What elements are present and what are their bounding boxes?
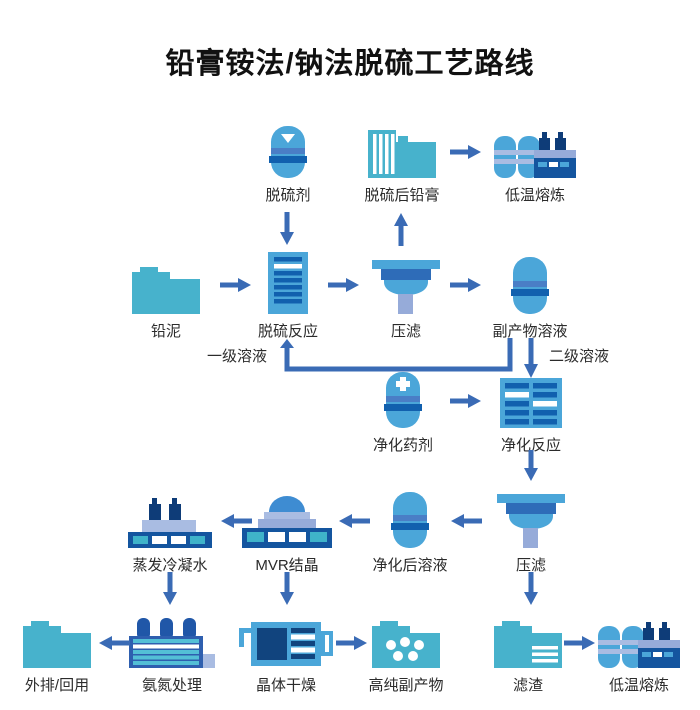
node-filter-residue: 滤渣: [478, 618, 578, 695]
left-arrow: [221, 514, 252, 528]
node-lead-mud: 铅泥: [116, 252, 216, 341]
right-arrow: [450, 278, 481, 292]
dryer-machine-icon: [239, 622, 333, 666]
right-arrow: [450, 145, 481, 159]
node-high-purity-byproduct: 高纯副产物: [356, 618, 456, 695]
node-ammonia-nitrogen-treatment: 氨氮处理: [122, 618, 222, 695]
discharge-reuse-label: 外排/回用: [24, 677, 90, 694]
down-arrow: [280, 572, 294, 605]
desulfurizer-label: 脱硫剂: [265, 187, 311, 204]
down-arrow: [280, 212, 294, 245]
purification-reactor-icon: [500, 378, 562, 428]
node-filter-press-top: 压滤: [356, 252, 456, 341]
node-mvr-crystallization: MVR结晶: [237, 494, 337, 575]
mvr-dome-icon: [242, 496, 332, 548]
smelting-plant-icon: [598, 622, 680, 668]
right-arrow: [336, 636, 367, 650]
secondary-solution-label: 二级溶液: [549, 348, 610, 365]
node-desulfurizer: 脱硫剂: [238, 126, 338, 205]
filter-press-bottom-label: 压滤: [515, 557, 546, 574]
purified-solution-label: 净化后溶液: [372, 557, 448, 574]
solution-tank-icon: [511, 257, 549, 314]
folder-icon: [132, 267, 200, 314]
low-temp-smelting-bottom-label: 低温熔炼: [608, 677, 669, 694]
filter-press-icon: [497, 494, 565, 548]
right-arrow: [220, 278, 251, 292]
node-crystal-drying: 晶体干燥: [236, 618, 336, 695]
node-purification-agent: 净化药剂: [353, 372, 453, 455]
mvr-crystallization-label: MVR结晶: [255, 557, 319, 574]
left-arrow: [339, 514, 370, 528]
folder-icon: [23, 621, 91, 668]
purification-reaction-label: 净化反应: [500, 437, 561, 454]
down-arrow: [524, 338, 538, 378]
left-arrow: [451, 514, 482, 528]
reactor-tower-icon: [268, 252, 308, 314]
desulfurizer-tank-icon: [269, 126, 307, 178]
evaporator-icon: [128, 498, 212, 548]
lead-mud-label: 铅泥: [150, 323, 181, 340]
striped-folder-icon: [368, 130, 436, 178]
ammonia-nitrogen-treatment-label: 氨氮处理: [141, 677, 202, 694]
byproduct-solution-label: 副产物溶液: [492, 323, 568, 340]
node-low-temp-smelting-bottom: 低温熔炼: [589, 618, 689, 695]
node-purification-reaction: 净化反应: [481, 372, 581, 455]
purification-agent-label: 净化药剂: [372, 437, 433, 454]
right-arrow: [328, 278, 359, 292]
right-arrow: [450, 394, 481, 408]
down-arrow: [524, 450, 538, 481]
high-purity-byproduct-label: 高纯副产物: [368, 677, 444, 694]
ammonia-treatment-icon: [129, 618, 215, 668]
desulfurized-lead-paste-label: 脱硫后铅膏: [364, 187, 440, 204]
left-arrow: [99, 636, 130, 650]
down-arrow: [524, 572, 538, 605]
node-discharge-reuse: 外排/回用: [7, 618, 107, 695]
filter-press-icon: [372, 260, 440, 314]
node-low-temp-smelting-top: 低温熔炼: [485, 128, 585, 205]
agent-tank-icon: [384, 372, 422, 428]
lined-folder-icon: [494, 621, 562, 668]
filter-residue-label: 滤渣: [512, 677, 543, 694]
solution-tank-icon: [391, 492, 429, 548]
evaporation-condensate-label: 蒸发冷凝水: [132, 557, 208, 574]
low-temp-smelting-top-label: 低温熔炼: [504, 187, 565, 204]
filter-press-top-label: 压滤: [390, 323, 421, 340]
node-filter-press-bottom: 压滤: [481, 494, 581, 575]
down-arrow: [163, 572, 177, 605]
right-arrow: [564, 636, 595, 650]
node-evaporation-condensate: 蒸发冷凝水: [120, 494, 220, 575]
crystal-drying-label: 晶体干燥: [255, 677, 316, 694]
node-desulfurization-reaction: 脱硫反应: [238, 252, 338, 341]
diagram-title: 铅膏铵法/钠法脱硫工艺路线: [165, 48, 535, 80]
desulfurization-reaction-label: 脱硫反应: [257, 323, 318, 340]
node-desulfurized-lead-paste: 脱硫后铅膏: [352, 128, 452, 205]
up-arrow: [394, 213, 408, 246]
primary-solution-label: 一级溶液: [207, 348, 268, 365]
node-purified-solution: 净化后溶液: [360, 492, 460, 575]
recycle-connector-arrow: [280, 338, 513, 372]
smelting-plant-icon: [494, 132, 576, 178]
dotted-folder-icon: [372, 621, 440, 668]
node-byproduct-solution: 副产物溶液: [480, 252, 580, 341]
